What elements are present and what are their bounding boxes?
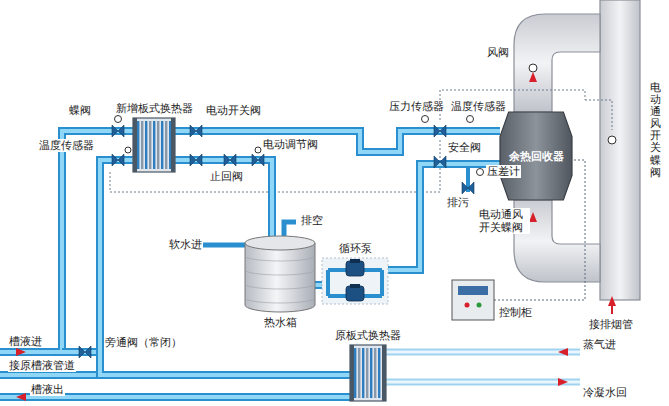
pipe-inner: [315, 283, 322, 287]
flow-arrows: [16, 72, 616, 401]
node-label: 循环泵: [338, 242, 373, 255]
callout-label: 槽液进: [8, 335, 43, 348]
node-label: 新增板式换热器: [115, 102, 194, 115]
callout-label: 压差计: [486, 165, 521, 178]
callout-label: 电动开关阀: [205, 104, 262, 117]
circulation-pump: 循环泵: [322, 258, 388, 304]
callout-label: 排空: [300, 214, 324, 227]
plate-shape: [350, 345, 386, 401]
callout-label: 接原槽液管道: [8, 359, 76, 372]
process-pipes: [0, 131, 580, 397]
callout-label: 温度传感器: [450, 100, 507, 113]
pipe-connector: [315, 285, 322, 286]
callout-label: 止回阀: [209, 170, 244, 183]
cab-shape: [452, 280, 494, 320]
pipe-inner: [175, 160, 272, 236]
plate-heat-exchanger: 原板式换热器: [350, 345, 386, 401]
callout-label: 槽液出: [30, 383, 65, 396]
callout-label: 风阀: [486, 46, 510, 59]
callout-label: 电动通风开关蝶阀: [478, 208, 530, 234]
control-cabinet: 控制柜: [452, 280, 494, 320]
tank-shape: [245, 236, 315, 312]
pipe-connector: [175, 160, 272, 236]
node-label: 控制柜: [498, 306, 533, 319]
pipe-outer: [100, 160, 350, 375]
node-label: 余热回收器: [500, 112, 572, 200]
callout-label: 蝶阀: [68, 104, 92, 117]
callout-label: 电动通风开关蝶阀: [650, 82, 661, 179]
callout-label: 压力传感器: [388, 100, 445, 113]
pump-shape: [322, 258, 388, 304]
callout-label: 旁通阀（常闭）: [104, 336, 183, 349]
callout-label: 冷凝水回: [582, 386, 628, 399]
plate-shape: [133, 118, 175, 172]
node-label: 热水箱: [263, 316, 298, 329]
pipe-outer: [175, 160, 272, 236]
callout-label: 软水进: [168, 238, 203, 251]
flue-stack: [600, 0, 640, 300]
node-label: 原板式换热器: [334, 329, 402, 342]
upper-duct: [514, 14, 600, 112]
pipe-connector: [100, 160, 350, 375]
hot-water-tank: 热水箱: [245, 236, 315, 312]
pipe-inner: [100, 160, 350, 375]
callout-label: 接排烟管: [588, 318, 634, 331]
callout-label: 安全阀: [447, 141, 482, 154]
callout-label: 温度传感器: [38, 139, 95, 152]
callout-label: 蒸气进: [582, 338, 617, 351]
callout-label: 电动调节阀: [262, 138, 319, 151]
heat-recovery-unit: 余热回收器: [500, 112, 572, 200]
pipe-outer: [315, 281, 322, 289]
plate-heat-exchanger: 新增板式换热器: [133, 118, 175, 172]
callout-label: 排污: [446, 196, 470, 209]
